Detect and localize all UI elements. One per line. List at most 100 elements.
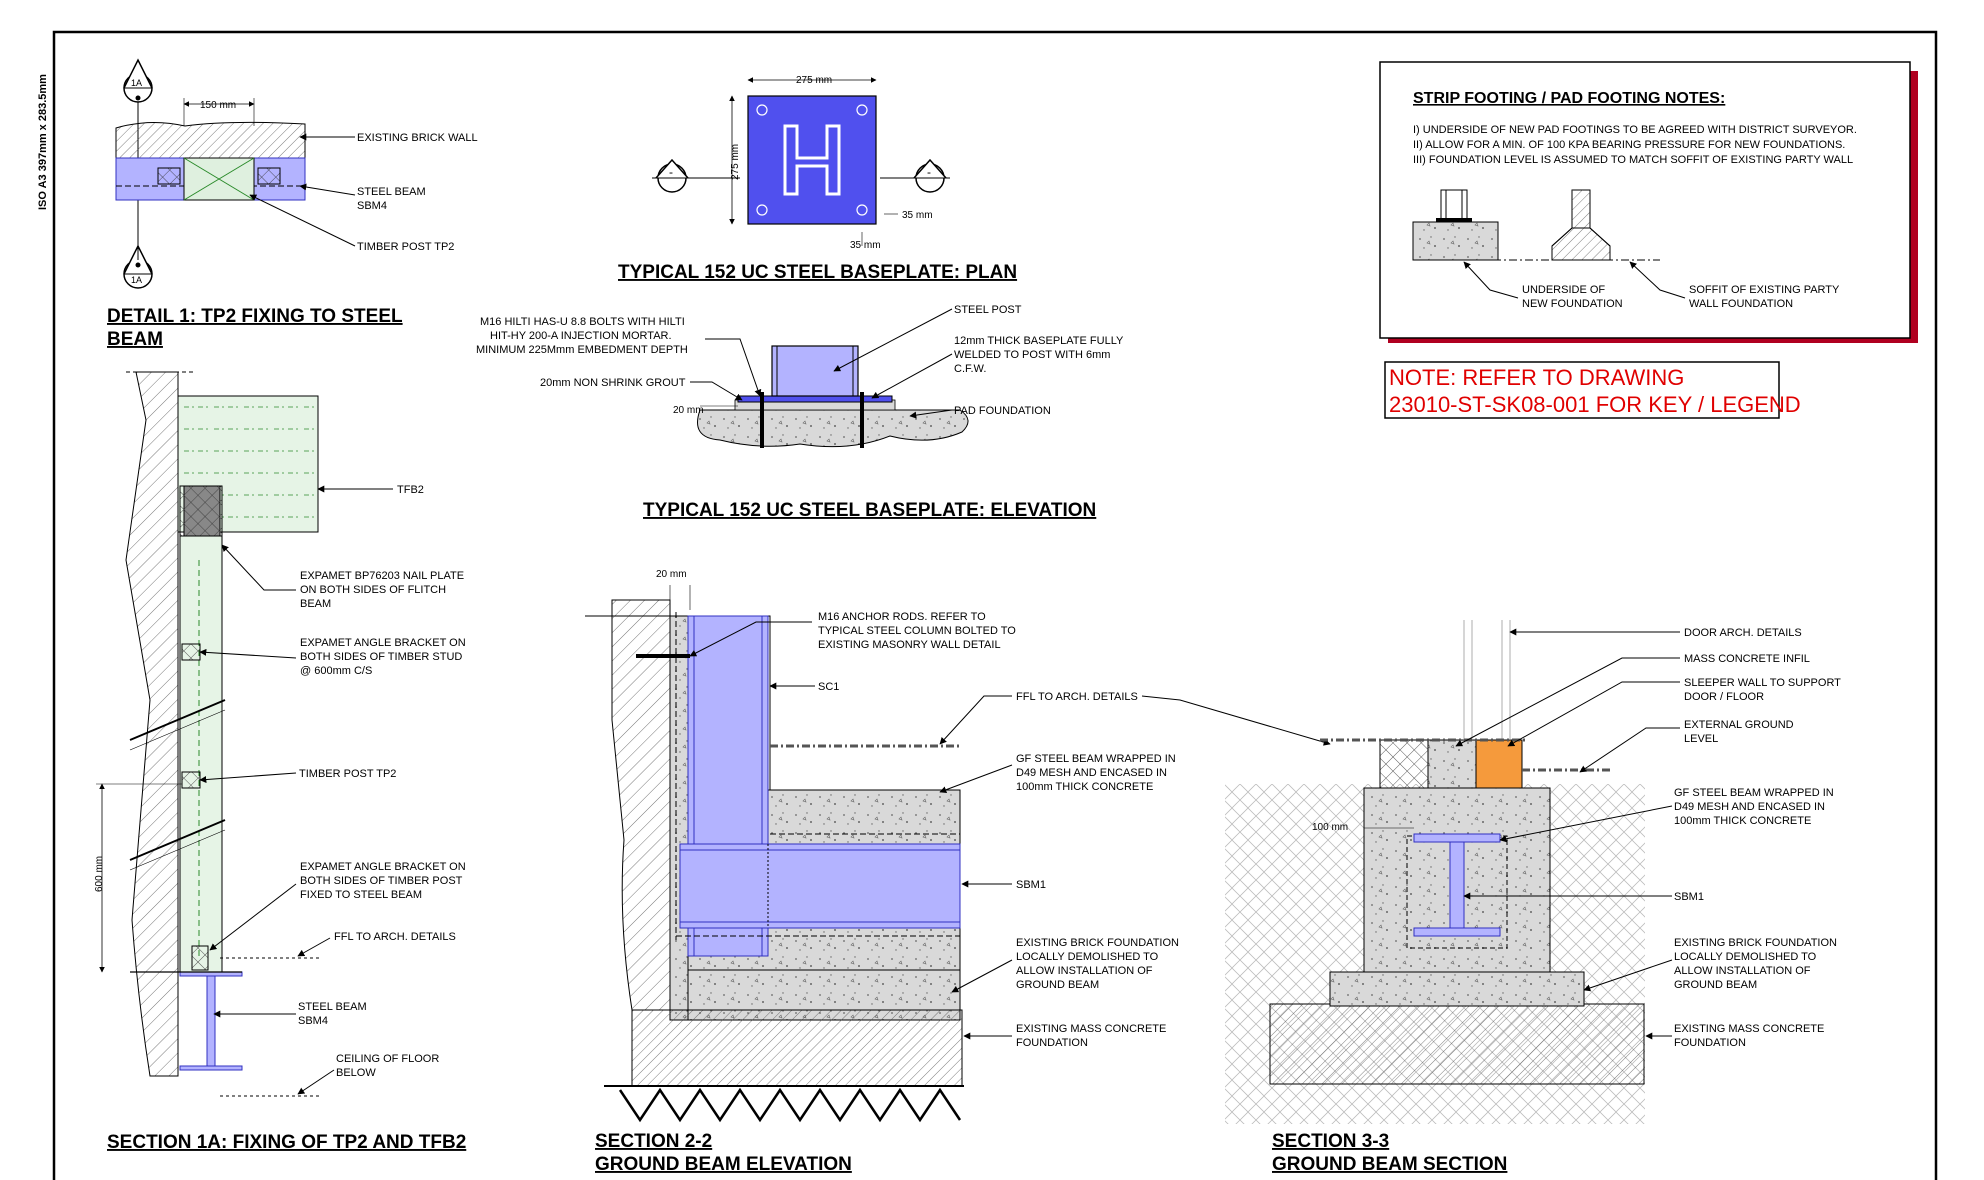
dim-150: 150 mm	[200, 100, 236, 111]
svg-text:1A: 1A	[131, 275, 142, 285]
label-grout: 20mm NON SHRINK GROUT	[540, 377, 686, 389]
label-soffit-1: SOFFIT OF EXISTING PARTY	[1689, 284, 1840, 296]
label-ang2-3: FIXED TO STEEL BEAM	[300, 889, 422, 901]
label-sbm4: SBM4	[357, 200, 387, 212]
label-bolts-1: M16 HILTI HAS-U 8.8 BOLTS WITH HILTI	[480, 316, 685, 328]
label-brick-33-4: GROUND BEAM	[1674, 979, 1757, 991]
notes-line2: II) ALLOW FOR A MIN. OF 100 KPA BEARING …	[1413, 139, 1845, 151]
label-existing-brick-wall: EXISTING BRICK WALL	[357, 132, 478, 144]
label-timber-post-tp2: TIMBER POST TP2	[357, 241, 454, 253]
label-brick-22-1: EXISTING BRICK FOUNDATION	[1016, 937, 1179, 949]
label-brick-33-2: LOCALLY DEMOLISHED TO	[1674, 951, 1817, 963]
baseplate-elevation: M16 HILTI HAS-U 8.8 BOLTS WITH HILTI HIT…	[476, 304, 1124, 521]
section-1a: 600 mm TFB2 EXPAMET BP76203 NAIL PLATE O…	[94, 371, 466, 1153]
label-underside-1: UNDERSIDE OF	[1522, 284, 1605, 296]
label-ceiling-1: CEILING OF FLOOR	[336, 1053, 439, 1065]
label-sbm1-22: SBM1	[1016, 879, 1046, 891]
label-ang2-2: BOTH SIDES OF TIMBER POST	[300, 875, 463, 887]
label-plate-3: C.F.W.	[954, 363, 986, 375]
label-bolts-2: HIT-HY 200-A INJECTION MORTAR.	[490, 330, 672, 342]
label-steel-post: STEEL POST	[954, 304, 1022, 316]
notes-box: STRIP FOOTING / PAD FOOTING NOTES: I) UN…	[1379, 61, 1918, 343]
s33-dim-100: 100 mm	[1312, 822, 1348, 833]
s22-dim-20: 20 mm	[656, 569, 687, 580]
plan-dim-35-a: 35 mm	[902, 210, 933, 221]
plan-dim-275-h: 275 mm	[796, 75, 832, 86]
label-ffl-1a: FFL TO ARCH. DETAILS	[334, 931, 456, 943]
detail-1: 1A 1A 150 mm EXISTING BRICK WALL	[107, 58, 478, 350]
plan-marker-right: -	[880, 158, 950, 193]
plan-marker-left: -	[652, 158, 740, 193]
notes-line1: I) UNDERSIDE OF NEW PAD FOOTINGS TO BE A…	[1413, 124, 1857, 136]
plan-dim-275-v: 275 mm	[730, 144, 741, 180]
ref-note-line1: NOTE: REFER TO DRAWING	[1389, 365, 1684, 390]
label-brick-22-4: GROUND BEAM	[1016, 979, 1099, 991]
label-sc1: SC1	[818, 681, 839, 693]
label-plate-1: 12mm THICK BASEPLATE FULLY	[954, 335, 1124, 347]
label-sbm4-1a: SBM4	[298, 1015, 328, 1027]
label-ext-2: LEVEL	[1684, 733, 1718, 745]
notes-heading: STRIP FOOTING / PAD FOOTING NOTES:	[1413, 90, 1725, 107]
plan-title: TYPICAL 152 UC STEEL BASEPLATE: PLAN	[618, 262, 1017, 283]
reference-note: NOTE: REFER TO DRAWING 23010-ST-SK08-001…	[1384, 361, 1801, 419]
section-2-2-title-line1: SECTION 2-2	[595, 1131, 712, 1152]
baseplate-plan: 275 mm 275 mm 35 mm 35 mm - - TYPICAL 15…	[618, 75, 1017, 283]
label-ext-1: EXTERNAL GROUND	[1684, 719, 1794, 731]
ref-note-line2: 23010-ST-SK08-001 FOR KEY / LEGEND	[1389, 392, 1801, 417]
label-sleeper-1: SLEEPER WALL TO SUPPORT	[1684, 677, 1841, 689]
elev-dim-20: 20 mm	[673, 405, 704, 416]
label-plate-2: WELDED TO POST WITH 6mm	[954, 349, 1110, 361]
label-gf-22-3: 100mm THICK CONCRETE	[1016, 781, 1153, 793]
label-gf-33-3: 100mm THICK CONCRETE	[1674, 815, 1811, 827]
dim-600: 600 mm	[94, 856, 105, 892]
label-mass-33-1: EXISTING MASS CONCRETE	[1674, 1023, 1824, 1035]
label-mass-33-2: FOUNDATION	[1674, 1037, 1746, 1049]
section-mark-top: 1A	[123, 58, 153, 103]
section-3-3: 100 mm DOOR ARCH. DETAILS MASS CONCRETE …	[1225, 620, 1841, 1175]
detail-1-title-line2: BEAM	[107, 329, 163, 350]
notes-line3: III) FOUNDATION LEVEL IS ASSUMED TO MATC…	[1413, 154, 1853, 166]
svg-text:1A: 1A	[131, 78, 142, 88]
sheet-border	[52, 30, 1938, 1180]
label-door: DOOR ARCH. DETAILS	[1684, 627, 1802, 639]
label-bolts-3: MINIMUM 225Mmm EMBEDMENT DEPTH	[476, 344, 688, 356]
sheet-size-label: ISO A3 397mm x 283.5mm	[37, 74, 49, 210]
label-soffit-2: WALL FOUNDATION	[1689, 298, 1793, 310]
label-infil: MASS CONCRETE INFIL	[1684, 653, 1810, 665]
label-sleeper-2: DOOR / FLOOR	[1684, 691, 1764, 703]
label-ceiling-2: BELOW	[336, 1067, 376, 1079]
label-rods-3: EXISTING MASONRY WALL DETAIL	[818, 639, 1001, 651]
plan-dim-35-b: 35 mm	[850, 240, 881, 251]
label-nail-3: BEAM	[300, 598, 331, 610]
svg-text:-: -	[927, 165, 931, 179]
label-ang1-1: EXPAMET ANGLE BRACKET ON	[300, 637, 466, 649]
label-steel-beam: STEEL BEAM	[357, 186, 426, 198]
label-ang2-1: EXPAMET ANGLE BRACKET ON	[300, 861, 466, 873]
label-gf-22-2: D49 MESH AND ENCASED IN	[1016, 767, 1167, 779]
label-nail-1: EXPAMET BP76203 NAIL PLATE	[300, 570, 464, 582]
label-ang1-2: BOTH SIDES OF TIMBER STUD	[300, 651, 462, 663]
label-pad-foundation: PAD FOUNDATION	[954, 405, 1051, 417]
section-2-2: 20 mm M16 ANCHOR RODS. REFER TO TYPICAL …	[585, 569, 1331, 1175]
section-1a-title: SECTION 1A: FIXING OF TP2 AND TFB2	[107, 1132, 466, 1153]
label-rods-1: M16 ANCHOR RODS. REFER TO	[818, 611, 986, 623]
label-brick-22-2: LOCALLY DEMOLISHED TO	[1016, 951, 1159, 963]
label-gf-22-1: GF STEEL BEAM WRAPPED IN	[1016, 753, 1176, 765]
label-nail-2: ON BOTH SIDES OF FLITCH	[300, 584, 446, 596]
label-gf-33-2: D49 MESH AND ENCASED IN	[1674, 801, 1825, 813]
elevation-title: TYPICAL 152 UC STEEL BASEPLATE: ELEVATIO…	[643, 500, 1096, 521]
label-brick-33-3: ALLOW INSTALLATION OF	[1674, 965, 1811, 977]
label-mass-22-1: EXISTING MASS CONCRETE	[1016, 1023, 1166, 1035]
label-ffl-22: FFL TO ARCH. DETAILS	[1016, 691, 1138, 703]
label-ang1-3: @ 600mm C/S	[300, 665, 372, 677]
label-timber-post: TIMBER POST TP2	[299, 768, 396, 780]
label-brick-33-1: EXISTING BRICK FOUNDATION	[1674, 937, 1837, 949]
label-mass-22-2: FOUNDATION	[1016, 1037, 1088, 1049]
section-mark-bottom: 1A	[123, 244, 153, 289]
label-gf-33-1: GF STEEL BEAM WRAPPED IN	[1674, 787, 1834, 799]
section-2-2-title-line2: GROUND BEAM ELEVATION	[595, 1154, 852, 1175]
label-underside-2: NEW FOUNDATION	[1522, 298, 1623, 310]
section-3-3-title-line1: SECTION 3-3	[1272, 1131, 1389, 1152]
section-3-3-title-line2: GROUND BEAM SECTION	[1272, 1154, 1507, 1175]
